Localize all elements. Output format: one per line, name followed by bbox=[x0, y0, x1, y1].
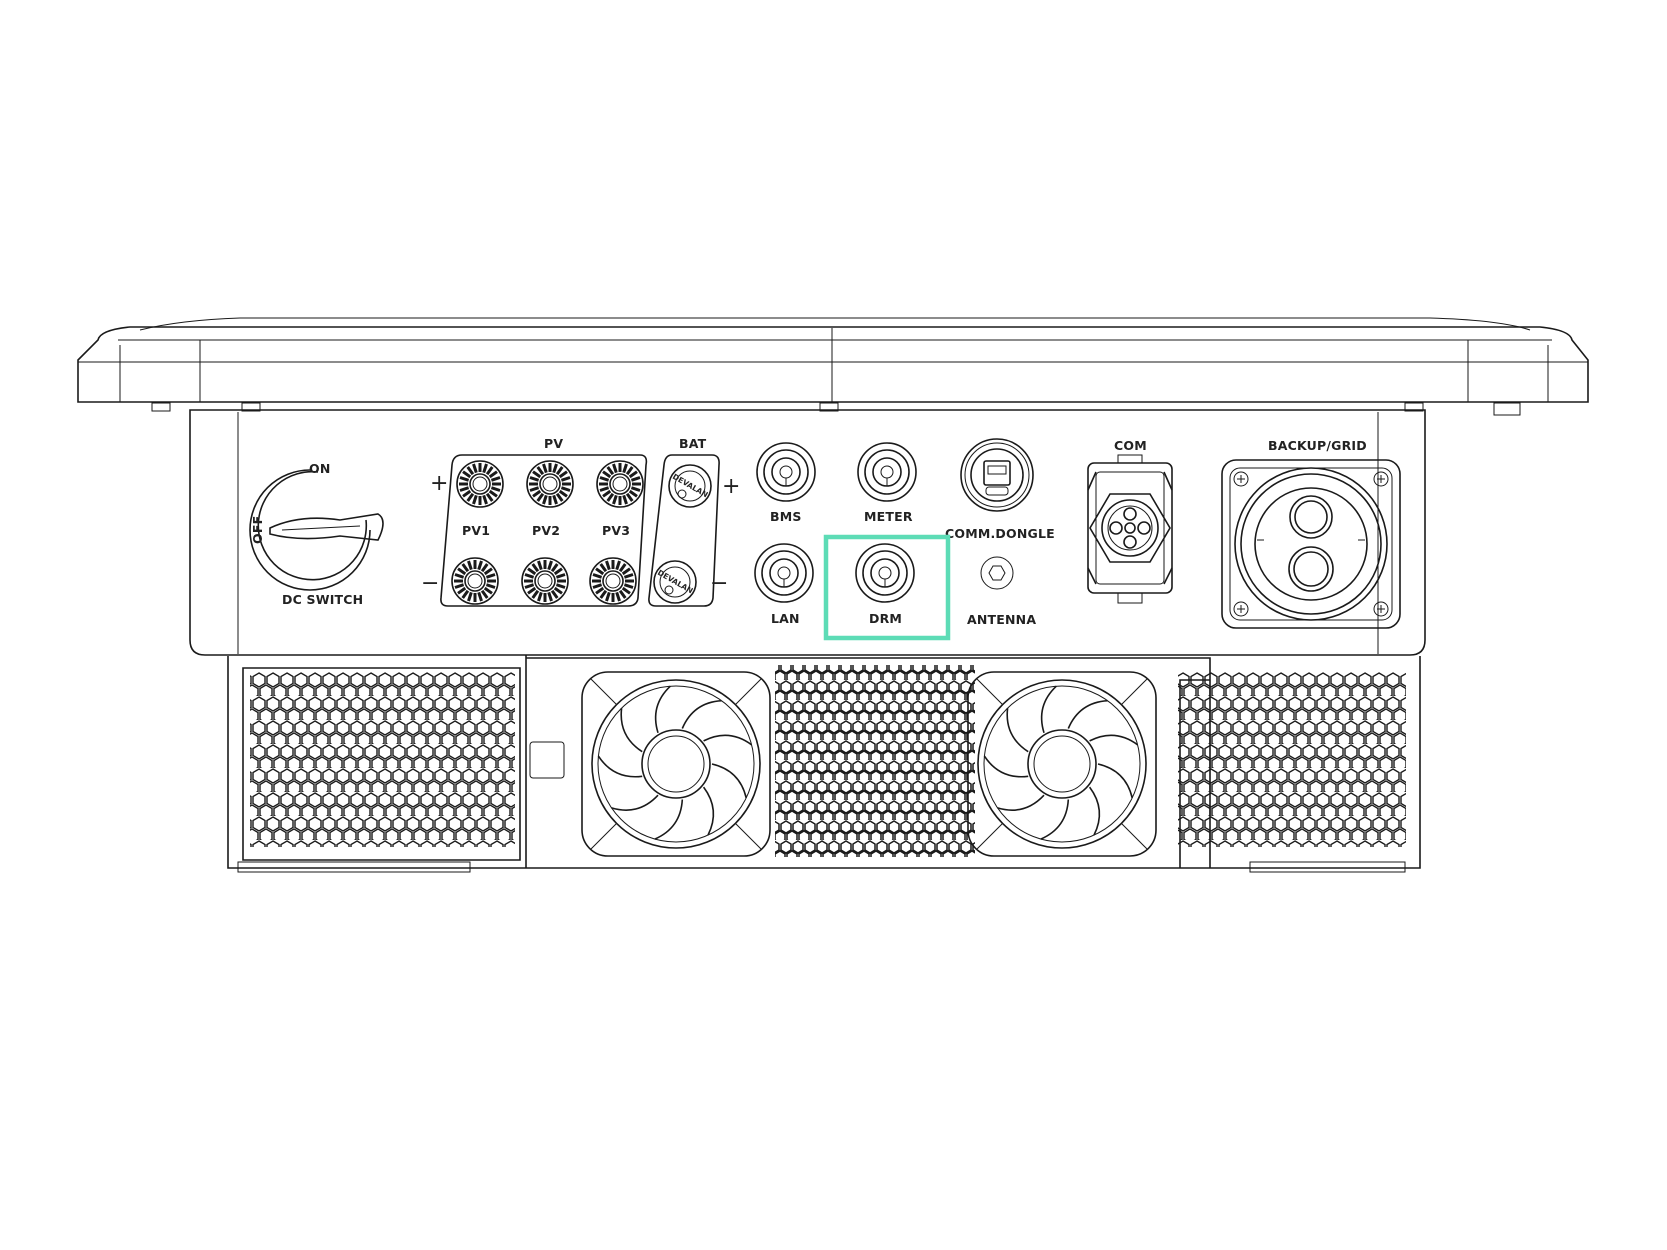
fan-blade bbox=[654, 685, 671, 734]
bat-minus-sign: − bbox=[710, 571, 728, 596]
fan-blade bbox=[1040, 685, 1057, 734]
drm-label: DRM bbox=[869, 611, 902, 626]
pv3-label: PV3 bbox=[602, 523, 630, 538]
pv2-plus-connector[interactable] bbox=[526, 460, 574, 508]
fan-blade bbox=[703, 734, 753, 746]
comm-dongle-port[interactable]: COMM.DONGLE bbox=[945, 438, 1055, 541]
bat-minus-connector[interactable]: DEVALAN bbox=[653, 560, 697, 604]
left-vent-grille bbox=[250, 672, 515, 847]
fan-blade bbox=[983, 755, 1029, 778]
pv2-minus-connector[interactable] bbox=[521, 557, 569, 605]
connector-teeth bbox=[524, 560, 566, 602]
pv3-plus-connector[interactable] bbox=[596, 460, 644, 508]
backup-grid-port[interactable]: BACKUP/GRID bbox=[1221, 438, 1401, 629]
fan-blade bbox=[1040, 799, 1070, 840]
bat-group: BAT + − DEVALAN DEVALAN bbox=[648, 436, 740, 607]
lan-label: LAN bbox=[771, 611, 800, 626]
bat-minus-devalan: DEVALAN bbox=[656, 568, 695, 595]
com-label: COM bbox=[1114, 438, 1147, 453]
fan-guard-spoke bbox=[976, 823, 1003, 850]
drm-highlight-box bbox=[823, 534, 951, 641]
pv1-minus-connector[interactable] bbox=[451, 557, 499, 605]
heatsink-section bbox=[227, 655, 1421, 873]
com-port[interactable]: COM bbox=[1087, 438, 1173, 604]
fan-guard-spoke bbox=[1121, 678, 1148, 705]
comm-dongle-label: COMM.DONGLE bbox=[945, 526, 1055, 541]
fan-blade bbox=[654, 799, 684, 840]
connector-teeth bbox=[592, 560, 634, 602]
dc-switch-label: DC SWITCH bbox=[282, 592, 363, 607]
pv1-plus-connector[interactable] bbox=[456, 460, 504, 508]
antenna-port[interactable]: ANTENNA bbox=[967, 556, 1036, 627]
drm-port[interactable]: DRM bbox=[855, 543, 915, 626]
bat-plus-connector[interactable]: DEVALAN bbox=[668, 464, 712, 508]
fan-guard-spoke bbox=[590, 823, 617, 850]
bat-label: BAT bbox=[679, 436, 707, 451]
fan-blade bbox=[1088, 786, 1101, 836]
lan-port[interactable]: LAN bbox=[754, 543, 814, 626]
antenna-label: ANTENNA bbox=[967, 612, 1036, 627]
fan-blade bbox=[611, 794, 659, 811]
pv-label: PV bbox=[544, 436, 563, 451]
fan-blade bbox=[997, 794, 1045, 811]
pv2-label: PV2 bbox=[532, 523, 560, 538]
fan-blade bbox=[597, 755, 643, 778]
top-cover bbox=[77, 317, 1589, 416]
dc-off-label: OFF bbox=[250, 516, 265, 544]
right-fan bbox=[967, 671, 1157, 857]
meter-label: METER bbox=[864, 509, 913, 524]
right-vent-grille bbox=[1178, 672, 1406, 847]
fan-blade bbox=[702, 786, 715, 836]
pv-minus-sign: − bbox=[421, 571, 439, 596]
center-vent-grille bbox=[775, 665, 975, 857]
fan-guard-spoke bbox=[1121, 823, 1148, 850]
connector-teeth bbox=[599, 463, 641, 505]
fan-blade bbox=[1067, 699, 1108, 729]
dc-switch[interactable]: ON OFF DC SWITCH bbox=[249, 461, 384, 607]
bms-label: BMS bbox=[770, 509, 802, 524]
backup-grid-label: BACKUP/GRID bbox=[1268, 438, 1367, 453]
fan-guard-spoke bbox=[735, 823, 762, 850]
connector-teeth bbox=[459, 463, 501, 505]
pv1-label: PV1 bbox=[462, 523, 490, 538]
fan-blade bbox=[711, 763, 747, 799]
connector-panel bbox=[189, 409, 1426, 656]
bat-plus-devalan: DEVALAN bbox=[671, 472, 710, 499]
pv-group: PV + − PV1 PV2 PV3 bbox=[421, 436, 648, 607]
fan-blade bbox=[1089, 734, 1139, 746]
pv3-minus-connector[interactable] bbox=[589, 557, 637, 605]
bms-port[interactable]: BMS bbox=[756, 442, 816, 524]
fan-blade bbox=[681, 699, 722, 729]
fan-blade bbox=[1006, 708, 1029, 753]
meter-port[interactable]: METER bbox=[857, 442, 917, 524]
fan-guard-spoke bbox=[590, 678, 617, 705]
bat-plus-sign: + bbox=[722, 474, 740, 499]
dc-on-label: ON bbox=[309, 461, 331, 476]
fan-blade bbox=[1097, 763, 1133, 799]
connector-teeth bbox=[454, 560, 496, 602]
fan-guard-spoke bbox=[976, 678, 1003, 705]
left-fan bbox=[581, 671, 771, 857]
pv-plus-sign: + bbox=[430, 471, 448, 496]
fan-blade bbox=[620, 708, 643, 753]
fan-guard-spoke bbox=[735, 678, 762, 705]
connector-teeth bbox=[529, 463, 571, 505]
